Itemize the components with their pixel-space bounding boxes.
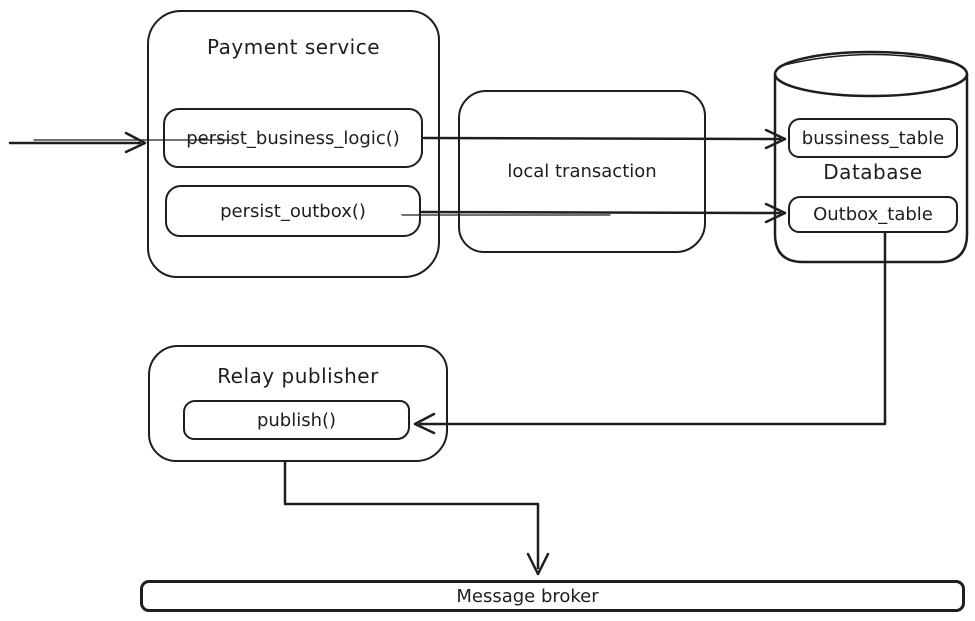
publish-box: publish() [183, 400, 410, 440]
payment-service-title: Payment service [206, 35, 381, 59]
persist-outbox-box: persist_outbox() [165, 185, 421, 237]
relay-publisher-title: Relay publisher [217, 364, 379, 388]
relay-publisher-box: Relay publisher [148, 345, 448, 462]
message-broker-bar: Message broker [140, 580, 965, 612]
arrow-relay-to-message-broker [283, 460, 550, 576]
payment-service-box: Payment service [147, 10, 440, 278]
database-label: Database [823, 160, 923, 184]
persist-business-logic-box: persist_business_logic() [163, 108, 423, 168]
local-transaction-box: local transaction [458, 90, 706, 253]
outbox-table-box: Outbox_table [788, 196, 958, 233]
business-table-box: bussiness_table [788, 118, 958, 158]
arrow-outbox-to-outbox-table [401, 202, 787, 224]
arrow-business-logic-to-business-table [422, 128, 787, 150]
database-cylinder [773, 50, 969, 264]
arrow-input-to-payment-service [8, 131, 233, 154]
